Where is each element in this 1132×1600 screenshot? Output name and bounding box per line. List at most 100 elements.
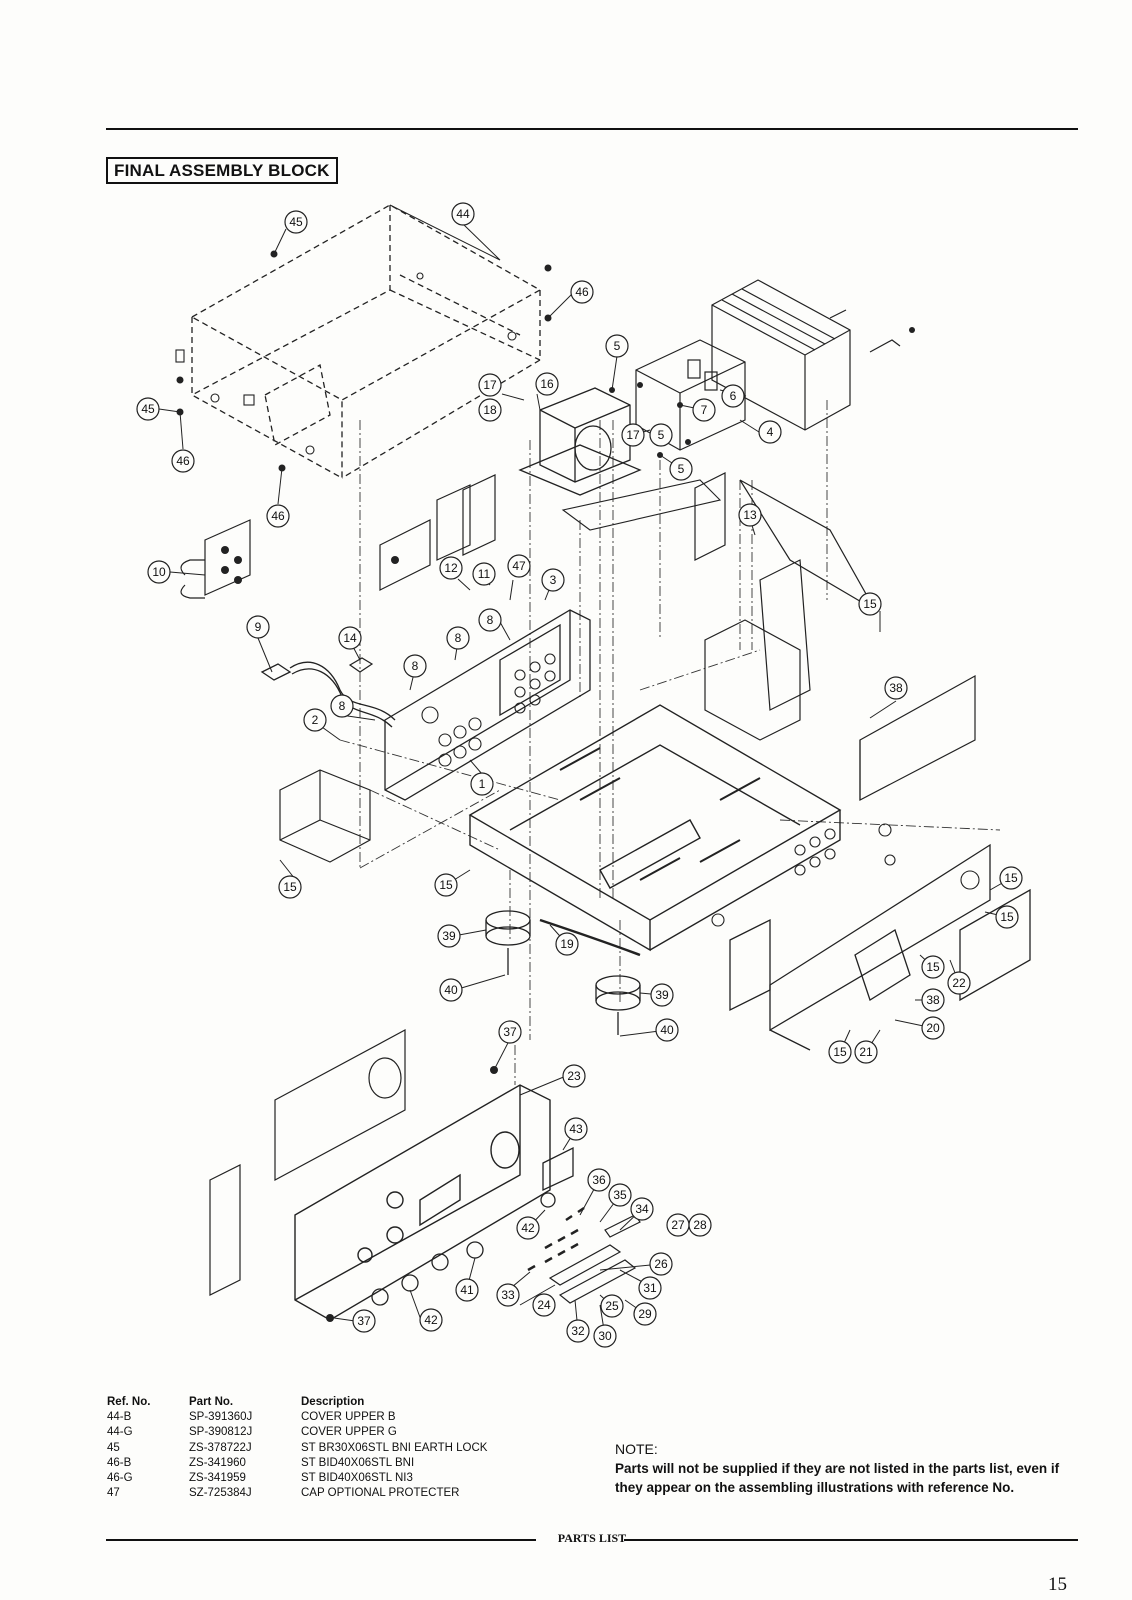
svg-text:37: 37 xyxy=(503,1025,517,1039)
cell-part: ZS-341960 xyxy=(189,1456,246,1469)
callout: 8 xyxy=(403,654,427,678)
callout: 26 xyxy=(649,1252,673,1276)
svg-text:30: 30 xyxy=(598,1329,612,1343)
header-ref: Ref. No. xyxy=(107,1396,151,1408)
callout: 18 xyxy=(478,398,502,422)
svg-text:9: 9 xyxy=(255,620,262,634)
top-rule xyxy=(106,128,1078,130)
svg-text:7: 7 xyxy=(701,403,708,417)
callout: 15 xyxy=(434,873,458,897)
front-panel xyxy=(294,1084,551,1321)
footer-rule-right xyxy=(624,1539,1078,1541)
transformer-plate xyxy=(561,479,722,531)
callout: 23 xyxy=(562,1064,586,1088)
svg-text:28: 28 xyxy=(693,1218,707,1232)
cover-upper xyxy=(190,204,542,480)
svg-text:15: 15 xyxy=(833,1045,847,1059)
svg-text:15: 15 xyxy=(283,880,297,894)
cell-ref: 46-G xyxy=(107,1472,133,1485)
rear-panel xyxy=(384,609,591,801)
svg-text:40: 40 xyxy=(444,983,458,997)
svg-text:15: 15 xyxy=(863,597,877,611)
svg-text:34: 34 xyxy=(635,1202,649,1216)
svg-text:42: 42 xyxy=(521,1221,535,1235)
callout: 3 xyxy=(541,568,565,592)
cell-part: SP-391360J xyxy=(189,1411,253,1424)
callout: 8 xyxy=(478,608,502,632)
svg-text:20: 20 xyxy=(926,1021,940,1035)
table-header: Ref. No. Part No. Description xyxy=(107,1395,541,1410)
cell-desc: ST BID40X06STL NI3 xyxy=(301,1472,413,1485)
callout: 19 xyxy=(555,932,579,956)
main-pcb xyxy=(694,472,976,801)
callout: 2 xyxy=(303,708,327,732)
callout: 27 xyxy=(666,1213,690,1237)
exploded-assembly-diagram: 45 44 46 45 46 46 10 5 17 16 18 7 6 17 5… xyxy=(136,202,1031,1348)
svg-text:25: 25 xyxy=(605,1299,619,1313)
svg-text:3: 3 xyxy=(550,573,557,587)
button-springs xyxy=(527,1206,585,1272)
callout: 15 xyxy=(995,905,1019,929)
callout: 29 xyxy=(633,1302,657,1326)
svg-text:37: 37 xyxy=(357,1314,371,1328)
cover-tabs xyxy=(175,272,517,455)
svg-text:2: 2 xyxy=(312,713,319,727)
svg-text:10: 10 xyxy=(152,565,166,579)
svg-text:6: 6 xyxy=(730,389,737,403)
callout: 40 xyxy=(655,1018,679,1042)
cell-ref: 45 xyxy=(107,1441,120,1454)
rear-pcb-boards xyxy=(180,474,496,599)
svg-text:17: 17 xyxy=(626,428,640,442)
button-strips xyxy=(548,1214,641,1304)
callout: 47 xyxy=(507,554,531,578)
callout: 37 xyxy=(352,1309,376,1333)
svg-text:43: 43 xyxy=(569,1122,583,1136)
callout: 46 xyxy=(570,280,594,304)
svg-text:40: 40 xyxy=(660,1023,674,1037)
svg-text:16: 16 xyxy=(540,377,554,391)
callout: 15 xyxy=(999,866,1023,890)
cell-desc: CAP OPTIONAL PROTECTER xyxy=(301,1487,460,1500)
cell-ref: 47 xyxy=(107,1487,120,1500)
svg-text:27: 27 xyxy=(671,1218,685,1232)
note-title: NOTE: xyxy=(615,1441,658,1457)
svg-text:15: 15 xyxy=(1000,910,1014,924)
callout: 13 xyxy=(738,503,762,527)
section-title: FINAL ASSEMBLY BLOCK xyxy=(106,157,338,184)
callout: 25 xyxy=(600,1294,624,1318)
svg-text:1: 1 xyxy=(479,777,486,791)
footer-label: PARTS LIST xyxy=(557,1531,627,1545)
callout: 9 xyxy=(246,615,270,639)
cell-ref: 44-B xyxy=(107,1411,132,1424)
callout: 39 xyxy=(650,983,674,1007)
svg-text:46: 46 xyxy=(271,509,285,523)
callout: 5 xyxy=(605,334,629,358)
svg-text:23: 23 xyxy=(567,1069,581,1083)
callout: 34 xyxy=(630,1197,654,1221)
power-cord xyxy=(260,661,396,728)
transformer xyxy=(518,387,642,496)
leader-lines xyxy=(158,204,1012,1337)
rear-panel-jacks xyxy=(421,653,556,767)
front-controls xyxy=(711,823,980,927)
callout: 8 xyxy=(446,626,470,650)
svg-text:22: 22 xyxy=(952,976,966,990)
table-row: 46-G ZS-341959 ST BID40X06STL NI3 xyxy=(107,1471,541,1486)
callout: 8 xyxy=(330,694,354,718)
cell-ref: 46-B xyxy=(107,1456,132,1469)
callout: 11 xyxy=(472,562,496,586)
cell-desc: COVER UPPER G xyxy=(301,1426,397,1439)
callout: 38 xyxy=(921,988,945,1012)
callout: 42 xyxy=(516,1216,540,1240)
callout: 15 xyxy=(828,1040,852,1064)
cell-part: SP-390812J xyxy=(189,1426,253,1439)
cell-part: SZ-725384J xyxy=(189,1487,252,1500)
page-number: 15 xyxy=(1048,1574,1067,1595)
callout: 15 xyxy=(278,875,302,899)
svg-text:35: 35 xyxy=(613,1188,627,1202)
svg-text:26: 26 xyxy=(654,1257,668,1271)
callout: 5 xyxy=(669,457,693,481)
callout: 20 xyxy=(921,1016,945,1040)
header-part: Part No. xyxy=(189,1396,234,1408)
svg-text:8: 8 xyxy=(455,631,462,645)
